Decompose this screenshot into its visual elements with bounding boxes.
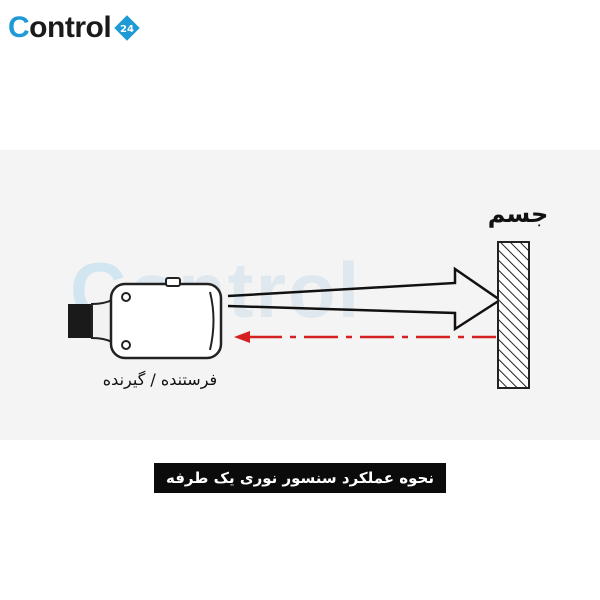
sensor-screw-top bbox=[121, 292, 131, 302]
logo-badge-text: 24 bbox=[120, 24, 134, 35]
target-object bbox=[497, 241, 530, 389]
logo-badge-icon: 24 bbox=[114, 15, 140, 41]
reflected-beam-arrow bbox=[234, 331, 496, 343]
logo-wordmark: Control bbox=[8, 11, 112, 44]
sensor-cable bbox=[68, 298, 113, 344]
emitted-beam-arrow bbox=[227, 266, 503, 332]
diagram-caption: نحوه عملکرد سنسور نوری یک طرفه bbox=[154, 463, 446, 493]
sensor-body bbox=[109, 277, 223, 360]
sensor-screw-bottom bbox=[121, 340, 131, 350]
object-label: جسم bbox=[487, 200, 549, 228]
sensor-label: فرستنده / گیرنده bbox=[102, 370, 218, 389]
brand-logo: Control 24 bbox=[8, 8, 141, 48]
